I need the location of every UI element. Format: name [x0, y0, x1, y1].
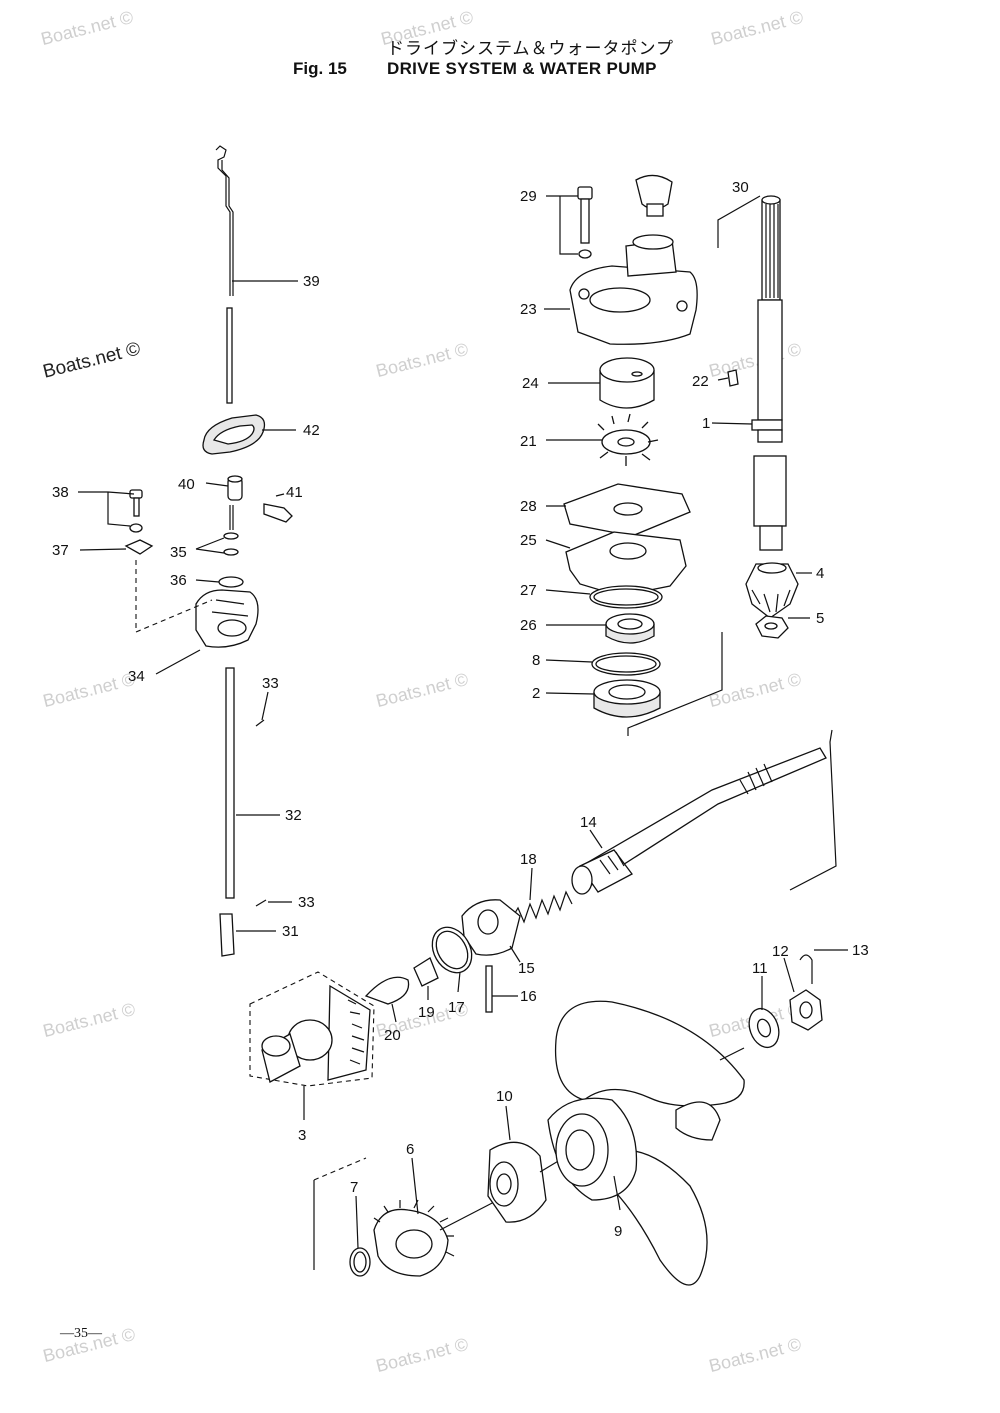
- figure-title-jp: ドライブシステム＆ウォータポンプ: [387, 39, 674, 59]
- callout-20: 20: [384, 1027, 401, 1044]
- propeller-assembly: [547, 954, 823, 1286]
- lower-shift-rod: [219, 667, 267, 957]
- callout-37: 37: [52, 542, 69, 559]
- callout-19: 19: [418, 1004, 435, 1021]
- callout-28: 28: [520, 498, 537, 515]
- callout-15: 15: [518, 960, 535, 977]
- callout-32: 32: [285, 807, 302, 824]
- callout-22: 22: [692, 373, 709, 390]
- callout-10: 10: [496, 1088, 513, 1105]
- callout-21: 21: [520, 433, 537, 450]
- callout-4: 4: [816, 565, 824, 582]
- callout-35: 35: [170, 544, 187, 561]
- callout-33: 33: [262, 675, 279, 692]
- callout-12: 12: [772, 943, 789, 960]
- callout-labels: 39 42 40 41 38 37 35 36 34 33 32 33 31 2…: [52, 179, 869, 1240]
- callout-14: 14: [580, 814, 597, 831]
- callout-39: 39: [303, 273, 320, 290]
- water-pump-assembly: [563, 174, 698, 718]
- leader-lines: [78, 195, 848, 1249]
- callout-13: 13: [852, 942, 869, 959]
- callout-2: 2: [532, 685, 540, 702]
- callout-23: 23: [520, 301, 537, 318]
- callout-1: 1: [702, 415, 710, 432]
- page-number: —35—: [60, 1326, 102, 1341]
- drive-shaft-assembly: [627, 195, 799, 736]
- callout-29: 29: [520, 188, 537, 205]
- figure-number: Fig. 15: [293, 59, 347, 78]
- callout-6: 6: [406, 1141, 414, 1158]
- callout-30: 30: [732, 179, 749, 196]
- callout-38: 38: [52, 484, 69, 501]
- callout-40: 40: [178, 476, 195, 493]
- shift-lever-assembly: [124, 475, 293, 648]
- callout-33: 33: [298, 894, 315, 911]
- callout-3: 3: [298, 1127, 306, 1144]
- grommet: [202, 414, 266, 455]
- callout-42: 42: [303, 422, 320, 439]
- callout-5: 5: [816, 610, 824, 627]
- callout-36: 36: [170, 572, 187, 589]
- callout-31: 31: [282, 923, 299, 940]
- callout-11: 11: [752, 960, 768, 977]
- callout-25: 25: [520, 532, 537, 549]
- callout-18: 18: [520, 851, 537, 868]
- callout-8: 8: [532, 652, 540, 669]
- callout-7: 7: [350, 1179, 358, 1196]
- callout-17: 17: [448, 999, 465, 1016]
- upper-shift-rod: [215, 145, 234, 404]
- callout-26: 26: [520, 617, 537, 634]
- figure-title: DRIVE SYSTEM & WATER PUMP: [387, 59, 657, 78]
- reverse-gear-assembly: [313, 1141, 581, 1277]
- callout-9: 9: [614, 1223, 622, 1240]
- callout-27: 27: [520, 582, 537, 599]
- forward-gear-assembly: [249, 971, 375, 1120]
- callout-24: 24: [522, 375, 539, 392]
- propeller-shaft-assembly: [364, 729, 837, 1013]
- callout-41: 41: [286, 484, 303, 501]
- callout-34: 34: [128, 668, 145, 685]
- callout-16: 16: [520, 988, 537, 1005]
